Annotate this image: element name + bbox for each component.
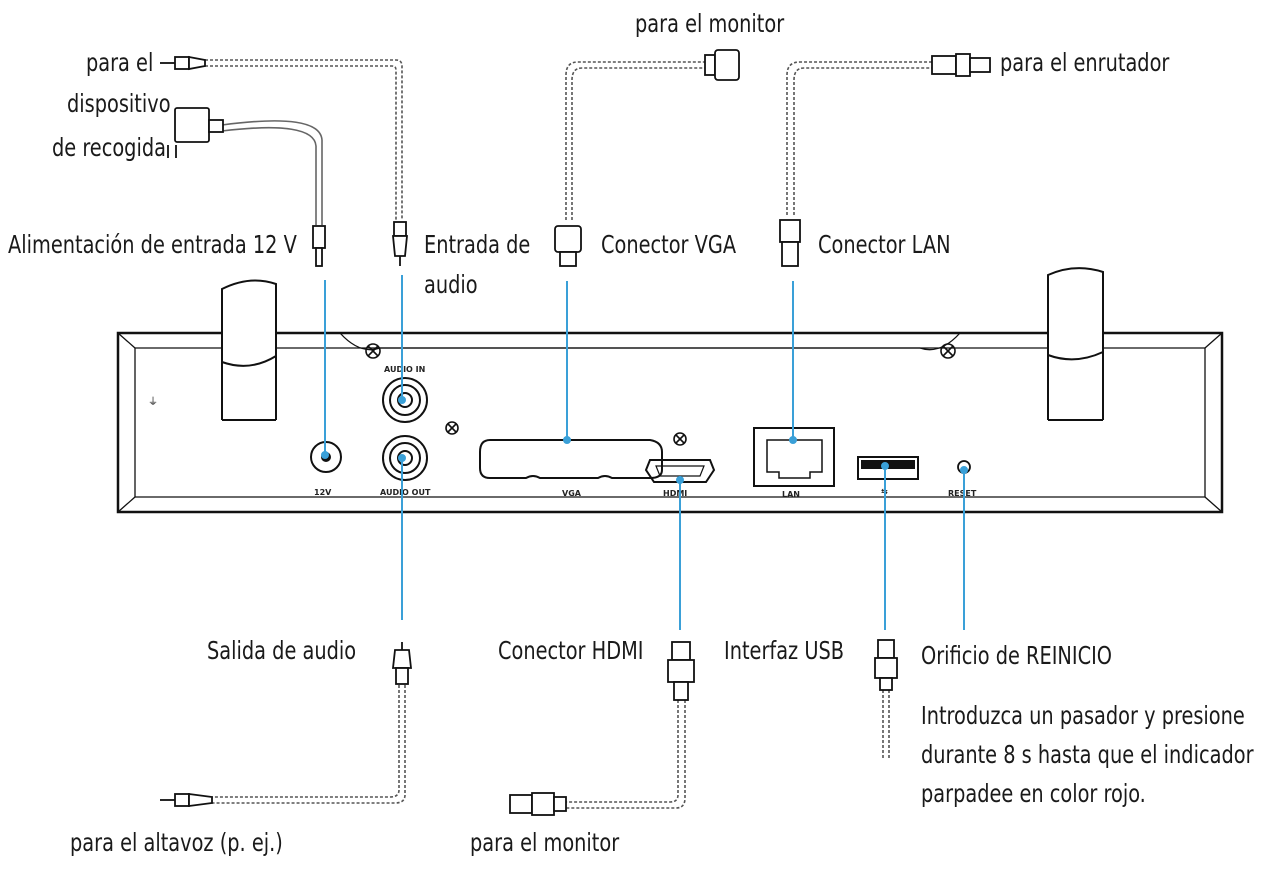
barrel-plug-icon bbox=[312, 225, 326, 267]
label-vga-connector: Conector VGA bbox=[601, 230, 737, 259]
power-adapter-icon bbox=[167, 107, 224, 158]
lan-plug-top-icon bbox=[931, 53, 991, 77]
rca-plug-audio-out-icon bbox=[391, 642, 413, 685]
panel-label-lan: LAN bbox=[782, 490, 800, 499]
hdmi-plug-bottom-icon bbox=[509, 792, 567, 816]
callout-lines bbox=[321, 275, 968, 630]
plug-icons bbox=[160, 49, 991, 816]
label-pickup-device: dispositivo bbox=[67, 89, 171, 118]
reset-note-line-1: Introduzca un pasador y presione bbox=[921, 701, 1245, 730]
ground-icon: ⏚ bbox=[148, 396, 158, 408]
reset-note-line-2: durante 8 s hasta que el indicador bbox=[921, 740, 1254, 769]
reset-note-line-3: parpadee en color rojo. bbox=[921, 779, 1146, 808]
cables bbox=[205, 59, 932, 809]
vga-port bbox=[479, 439, 663, 479]
label-audio-in-1: Entrada de bbox=[424, 230, 531, 259]
vga-plug-icon bbox=[554, 225, 582, 267]
usb-plug-icon bbox=[874, 639, 898, 691]
label-hdmi-connector: Conector HDMI bbox=[498, 636, 644, 665]
hdmi-plug-icon bbox=[667, 641, 695, 701]
label-audio-in-2: audio bbox=[424, 270, 478, 299]
rca-plug-speaker-icon bbox=[160, 792, 213, 808]
label-usb-interface: Interfaz USB bbox=[724, 636, 845, 665]
label-to-pickup: para el bbox=[85, 48, 153, 77]
label-to-monitor-bottom: para el monitor bbox=[470, 828, 620, 857]
rca-plug-icon bbox=[160, 55, 206, 71]
vga-plug-top-icon bbox=[704, 49, 740, 81]
screw-icons bbox=[365, 343, 956, 446]
panel-label-audio-in: AUDIO IN bbox=[384, 365, 425, 374]
antenna-right bbox=[1047, 267, 1104, 421]
panel-label-reset: RESET bbox=[948, 489, 977, 498]
reset-instructions: Introduzca un pasador y presione durante… bbox=[921, 696, 1273, 813]
label-to-router: para el enrutador bbox=[1000, 48, 1170, 77]
panel-label-audio-out: AUDIO OUT bbox=[380, 488, 431, 497]
label-audio-out: Salida de audio bbox=[207, 636, 357, 665]
audio-out-port bbox=[382, 435, 428, 481]
panel-label-power: 12V bbox=[314, 488, 332, 497]
label-pickup-collection: de recogida bbox=[52, 133, 166, 162]
panel-label-hdmi: HDMI bbox=[663, 489, 687, 498]
label-to-monitor-top: para el monitor bbox=[635, 9, 785, 38]
nvr-device-body bbox=[116, 331, 1224, 514]
antenna-left bbox=[221, 279, 277, 421]
label-lan-connector: Conector LAN bbox=[818, 230, 951, 259]
panel-label-vga: VGA bbox=[562, 489, 582, 498]
lan-plug-icon bbox=[779, 219, 801, 267]
label-power-input: Alimentación de entrada 12 V bbox=[8, 230, 297, 259]
hdmi-port bbox=[644, 459, 716, 483]
label-reset-hole: Orificio de REINICIO bbox=[921, 641, 1113, 670]
rca-plug-audio-in-icon bbox=[392, 221, 408, 266]
label-to-speaker: para el altavoz (p. ej.) bbox=[70, 828, 283, 857]
